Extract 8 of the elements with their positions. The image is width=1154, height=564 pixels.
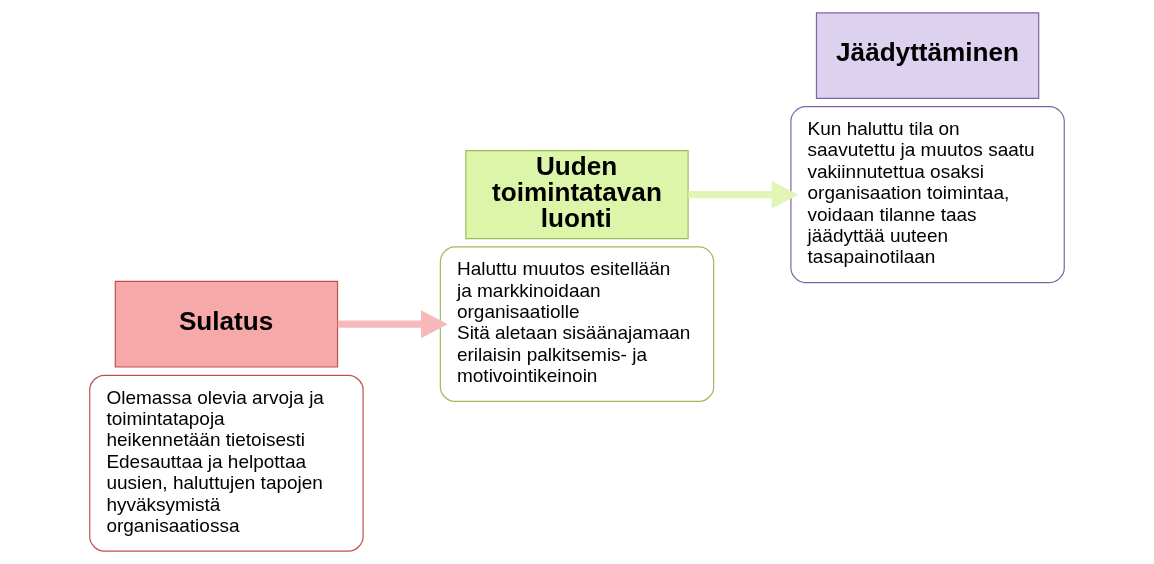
node-box: Kun haluttu tila on saavutettu ja muutos saatu vakiinnutettua osaksi organisaation toimintaa, voidaan tilanne taas jäädyttää uuteen tasapainotilaan [790, 106, 1065, 284]
arrow [688, 180, 799, 209]
node-box: Jäädyttäminen [815, 12, 1040, 99]
node-box: Olemassa olevia arvoja ja toimintatapoja heikennetään tietoisesti Edesauttaa ja helpottaa uusien, haluttujen tapojen hyväksymistä organisaatiossa [89, 374, 364, 552]
arrow [337, 310, 448, 339]
node-box: Sulatus [114, 280, 339, 368]
node-box: Uuden toimintatavan luonti [465, 150, 689, 240]
node-box: Haluttu muutos esitellään ja markkinoidaan organisaatiolle Sitä aletaan sisäänajamaan erilaisin palkitsemis- ja motivointikeinoin [439, 246, 715, 403]
